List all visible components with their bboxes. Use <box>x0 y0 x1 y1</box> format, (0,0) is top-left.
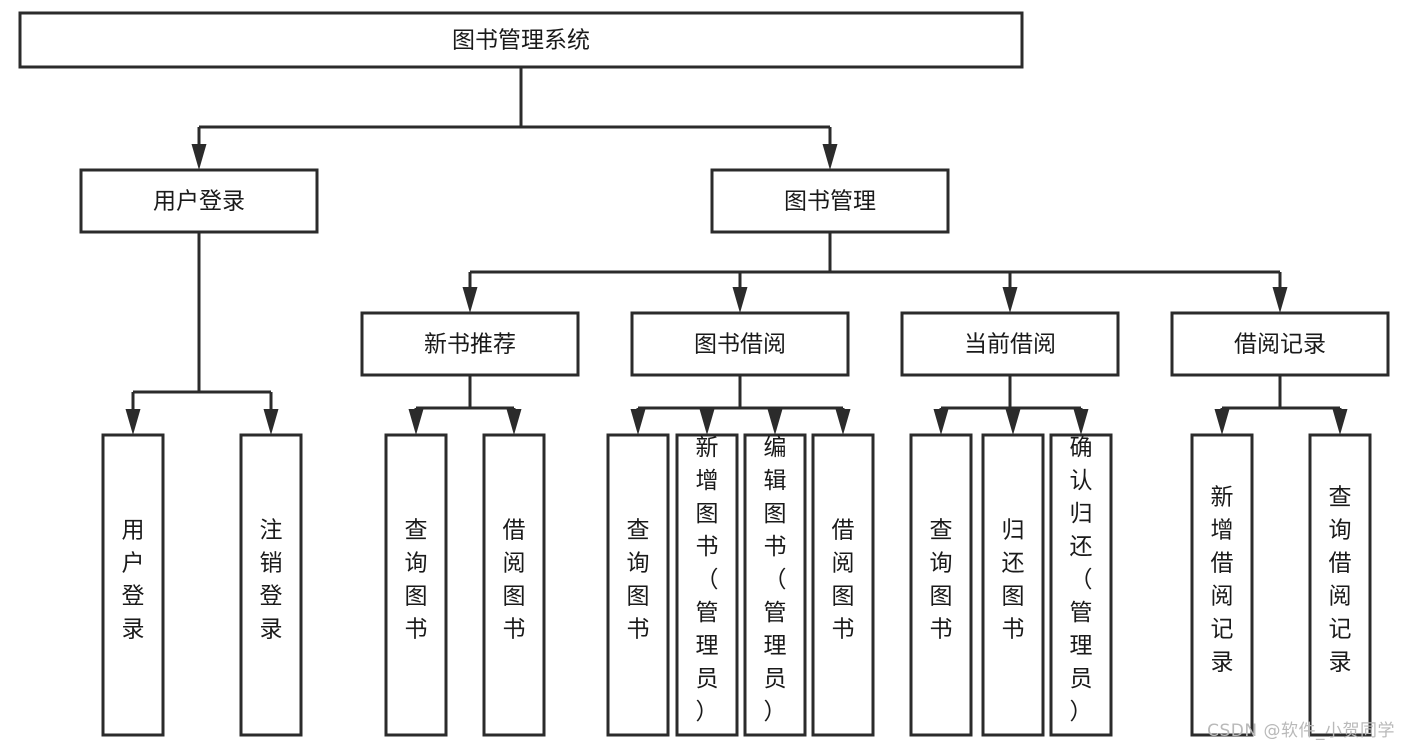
node-leaf-logout[interactable]: 注销登录 <box>239 433 303 737</box>
node-label-leaf-add-book: 新增图书（管理员） <box>696 435 719 725</box>
node-layer: 图书管理系统用户登录图书管理新书推荐图书借阅当前借阅借阅记录用户登录注销登录查询… <box>18 11 1390 737</box>
node-label-leaf-borrow-book-2: 借阅图书 <box>832 518 855 643</box>
node-label-borrow-record: 借阅记录 <box>1234 332 1326 358</box>
connector-group-book-borrow <box>630 375 851 435</box>
node-new-book-recommend[interactable]: 新书推荐 <box>360 311 580 377</box>
node-label-current-borrow: 当前借阅 <box>964 332 1056 358</box>
node-leaf-query-book-1[interactable]: 查询图书 <box>384 433 448 737</box>
node-leaf-edit-book[interactable]: 编辑图书（管理员） <box>743 433 807 737</box>
connector-group-root <box>191 67 838 170</box>
node-leaf-add-book[interactable]: 新增图书（管理员） <box>675 433 739 737</box>
node-user-login[interactable]: 用户登录 <box>79 168 319 234</box>
node-leaf-query-record[interactable]: 查询借阅记录 <box>1308 433 1372 737</box>
node-leaf-borrow-book-2[interactable]: 借阅图书 <box>811 433 875 737</box>
node-label-leaf-query-book-2: 查询图书 <box>627 518 650 643</box>
node-leaf-user-login[interactable]: 用户登录 <box>101 433 165 737</box>
node-label-new-book-recommend: 新书推荐 <box>424 332 516 358</box>
node-label-leaf-edit-book: 编辑图书（管理员） <box>764 435 787 725</box>
node-label-leaf-query-record: 查询借阅记录 <box>1329 485 1352 676</box>
node-label-leaf-query-book-1: 查询图书 <box>405 518 428 643</box>
node-label-leaf-confirm-return: 确认归还（管理员） <box>1070 435 1093 725</box>
node-book-manage[interactable]: 图书管理 <box>710 168 950 234</box>
node-label-leaf-borrow-book-1: 借阅图书 <box>503 518 526 643</box>
connector-group-new-book-recommend <box>408 375 522 435</box>
node-leaf-return-book[interactable]: 归还图书 <box>981 433 1045 737</box>
node-label-book-manage: 图书管理 <box>784 189 876 215</box>
node-current-borrow[interactable]: 当前借阅 <box>900 311 1120 377</box>
node-label-leaf-add-record: 新增借阅记录 <box>1211 485 1234 676</box>
connector-group-borrow-record <box>1214 375 1348 435</box>
connector-layer <box>125 67 1348 435</box>
node-label-leaf-return-book: 归还图书 <box>1002 518 1025 643</box>
node-leaf-add-record[interactable]: 新增借阅记录 <box>1190 433 1254 737</box>
connector-group-current-borrow <box>933 375 1089 435</box>
node-label-leaf-logout: 注销登录 <box>260 518 283 643</box>
node-root[interactable]: 图书管理系统 <box>18 11 1024 69</box>
node-book-borrow[interactable]: 图书借阅 <box>630 311 850 377</box>
connector-group-book-manage <box>462 232 1288 313</box>
node-label-root: 图书管理系统 <box>452 28 590 54</box>
node-leaf-confirm-return[interactable]: 确认归还（管理员） <box>1049 433 1113 737</box>
node-leaf-query-book-3[interactable]: 查询图书 <box>909 433 973 737</box>
node-label-user-login: 用户登录 <box>153 189 245 215</box>
connector-group-user-login <box>125 232 279 435</box>
node-label-leaf-user-login: 用户登录 <box>122 518 145 643</box>
node-leaf-query-book-2[interactable]: 查询图书 <box>606 433 670 737</box>
node-label-book-borrow: 图书借阅 <box>694 332 786 358</box>
node-borrow-record[interactable]: 借阅记录 <box>1170 311 1390 377</box>
node-leaf-borrow-book-1[interactable]: 借阅图书 <box>482 433 546 737</box>
node-label-leaf-query-book-3: 查询图书 <box>930 518 953 643</box>
